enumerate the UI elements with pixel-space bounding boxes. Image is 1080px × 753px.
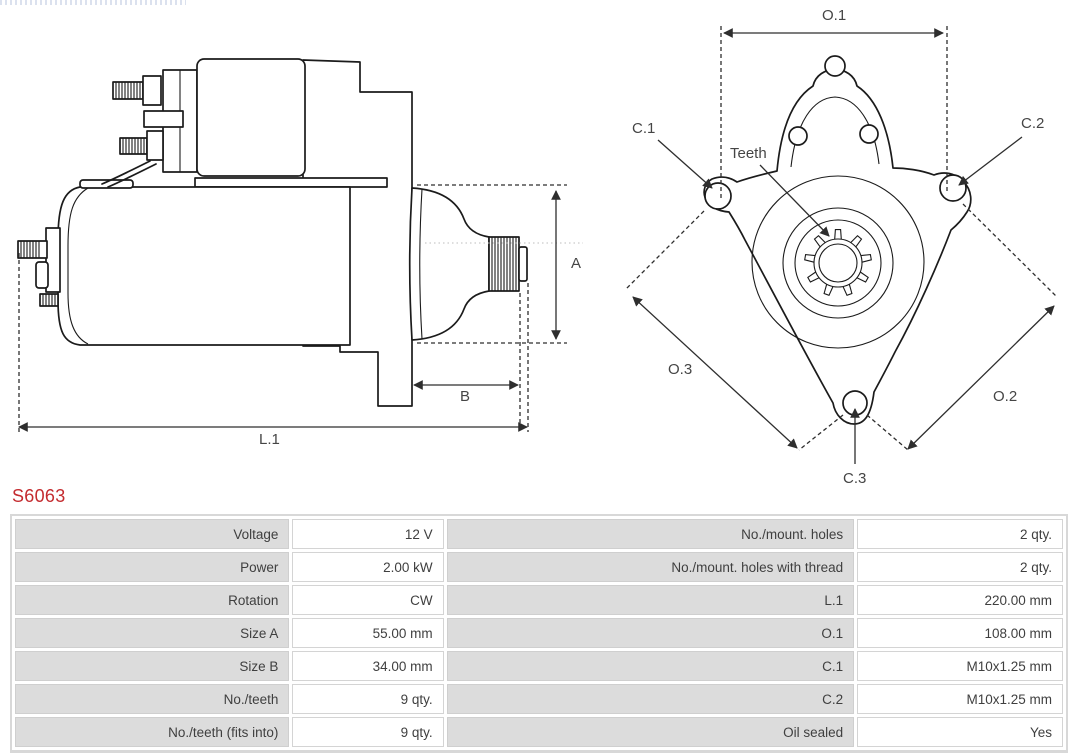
table-row: No./teeth (fits into) 9 qty. Oil sealed … (15, 717, 1063, 747)
solenoid-collar (194, 177, 388, 188)
spec-value-cell: 12 V (292, 519, 444, 549)
spec-value-cell: 34.00 mm (292, 651, 444, 681)
mount-hole-C1 (704, 182, 732, 210)
rear-terminal-block (35, 261, 49, 289)
spec-value-cell: 2 qty. (857, 552, 1063, 582)
terminal-cable (101, 160, 157, 188)
spec-value-cell: 2.00 kW (292, 552, 444, 582)
teeth-label: Teeth (730, 145, 767, 162)
dim-O2-arrow (907, 305, 1055, 450)
spec-label-cell: No./teeth (fits into) (15, 717, 290, 747)
dim-L1-label: L.1 (259, 431, 280, 448)
drive-end-housing (408, 187, 490, 341)
terminal-lug (143, 110, 184, 128)
spec-value-cell: CW (292, 585, 444, 615)
part-number: S6063 (12, 486, 66, 506)
table-row: Size A 55.00 mm O.1 108.00 mm (15, 618, 1063, 648)
dim-C3-label: C.3 (843, 470, 866, 487)
pinion-teeth (804, 229, 872, 296)
dim-A-label: A (571, 255, 581, 272)
spec-label-cell: Size B (15, 651, 290, 681)
dim-O3-arrow (632, 296, 798, 449)
table-row: Power 2.00 kW No./mount. holes with thre… (15, 552, 1063, 582)
spec-label-cell: No./mount. holes (446, 519, 855, 549)
dome-left-hole (788, 126, 808, 146)
dome-top-hole (824, 55, 846, 77)
spec-label-cell: L.1 (446, 585, 855, 615)
dim-C1-label: C.1 (632, 120, 655, 137)
table-row: No./teeth 9 qty. C.2 M10x1.25 mm (15, 684, 1063, 714)
teeth-leader (759, 164, 830, 237)
spec-label-cell: No./mount. holes with thread (446, 552, 855, 582)
spec-value-cell: Yes (857, 717, 1063, 747)
spec-value-cell: M10x1.25 mm (857, 684, 1063, 714)
terminal-stud-lower (119, 137, 148, 155)
spec-label-cell: Size A (15, 618, 290, 648)
spec-label-cell: C.2 (446, 684, 855, 714)
spec-value-cell: 220.00 mm (857, 585, 1063, 615)
table-row: Size B 34.00 mm C.1 M10x1.25 mm (15, 651, 1063, 681)
dim-O2-label: O.2 (993, 388, 1017, 405)
spec-label-cell: Oil sealed (446, 717, 855, 747)
dim-O3-label: O.3 (668, 361, 692, 378)
spec-label-cell: O.1 (446, 618, 855, 648)
spec-label-cell: Voltage (15, 519, 290, 549)
spec-value-cell: M10x1.25 mm (857, 651, 1063, 681)
terminal-nut-upper (142, 75, 162, 106)
spec-label-cell: Power (15, 552, 290, 582)
spec-value-cell: 108.00 mm (857, 618, 1063, 648)
spec-value-cell: 55.00 mm (292, 618, 444, 648)
pinion-bore (818, 243, 858, 283)
dim-C2-label: C.2 (1021, 115, 1044, 132)
dim-C2-leader (958, 136, 1023, 186)
spec-label-cell: C.1 (446, 651, 855, 681)
rear-terminal-plate (45, 227, 61, 293)
spec-value-cell: 9 qty. (292, 717, 444, 747)
table-row: Voltage 12 V No./mount. holes 2 qty. (15, 519, 1063, 549)
mount-hole-C2 (939, 174, 967, 202)
spec-label-cell: Rotation (15, 585, 290, 615)
spec-label-cell: No./teeth (15, 684, 290, 714)
table-row: Rotation CW L.1 220.00 mm (15, 585, 1063, 615)
dim-B-label: B (460, 388, 470, 405)
starter-front-view-drawing: O.1 C.1 C.2 Teeth O.3 O.2 C.3 (625, 7, 1058, 487)
dome-right-hole (859, 124, 879, 144)
solenoid-body (196, 58, 306, 177)
dim-O1-label: O.1 (822, 7, 846, 24)
starter-side-view-drawing: A B L.1 (17, 58, 583, 448)
spec-value-cell: 2 qty. (857, 519, 1063, 549)
mounting-flange (703, 68, 972, 425)
pinion-spline-hatch (491, 237, 517, 291)
pinion-end-cap (518, 246, 528, 282)
spec-table: Voltage 12 V No./mount. holes 2 qty. Pow… (10, 514, 1068, 753)
pinion-hub (813, 238, 863, 288)
terminal-nut-lower (146, 130, 164, 161)
dim-C1-leader (657, 139, 713, 189)
spec-value-cell: 9 qty. (292, 684, 444, 714)
watermark (0, 0, 186, 5)
motor-body (57, 186, 351, 346)
